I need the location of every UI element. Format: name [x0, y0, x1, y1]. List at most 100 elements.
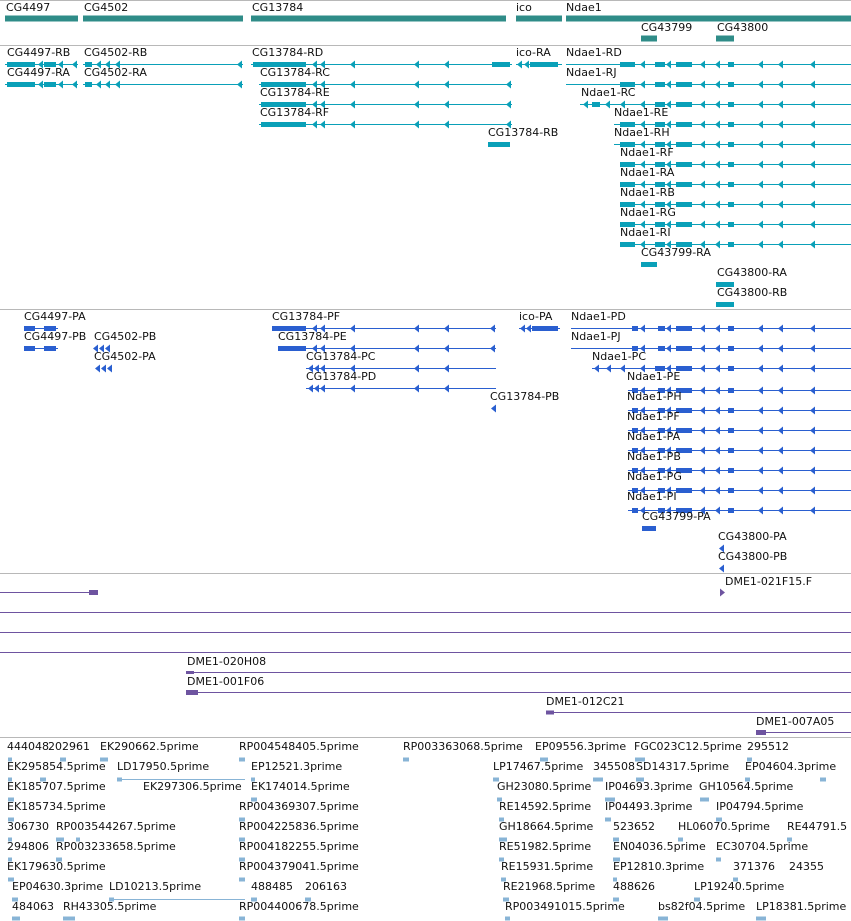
- protein-label[interactable]: Ndae1-PI: [627, 490, 677, 503]
- transcript-label[interactable]: CG4497-RB: [7, 46, 71, 59]
- transcript-label[interactable]: CG4502-RA: [84, 66, 147, 79]
- protein-label[interactable]: CG13784-PE: [278, 330, 347, 343]
- protein-label[interactable]: Ndae1-PJ: [571, 330, 621, 343]
- est-label[interactable]: 294806: [7, 840, 49, 853]
- clone-label[interactable]: DME1-020H08: [187, 655, 267, 668]
- est-label[interactable]: GH10564.5prime: [699, 780, 794, 793]
- protein-label[interactable]: CG4497-PA: [24, 310, 86, 323]
- est-label[interactable]: 523652: [613, 820, 655, 833]
- est-label[interactable]: 202961: [48, 740, 90, 753]
- est-label[interactable]: 306730: [7, 820, 49, 833]
- est-label[interactable]: RP004400678.5prime: [239, 900, 359, 913]
- protein-label[interactable]: Ndae1-PG: [627, 470, 682, 483]
- gene-label-cg4497[interactable]: CG4497: [6, 1, 51, 14]
- transcript-label[interactable]: Ndae1-RJ: [566, 66, 617, 79]
- clone-label[interactable]: DME1-007A05: [756, 715, 835, 728]
- est-label[interactable]: bs82f04.5prime: [658, 900, 746, 913]
- transcript-label[interactable]: CG13784-RC: [260, 66, 330, 79]
- est-label[interactable]: 345508: [593, 760, 635, 773]
- transcript-label[interactable]: CG43799-RA: [641, 246, 711, 259]
- est-label[interactable]: LD17950.5prime: [117, 760, 210, 773]
- transcript-label[interactable]: Ndae1-RI: [620, 226, 671, 239]
- est-label[interactable]: EP09556.3prime: [535, 740, 627, 753]
- est-label[interactable]: RE15931.5prime: [501, 860, 594, 873]
- transcript-label[interactable]: Ndae1-RG: [620, 206, 676, 219]
- transcript-label[interactable]: CG13784-RB: [488, 126, 559, 139]
- protein-label[interactable]: ico-PA: [519, 310, 553, 323]
- est-label[interactable]: RE21968.5prime: [503, 880, 596, 893]
- protein-label[interactable]: CG13784-PB: [490, 390, 560, 403]
- est-label[interactable]: GH18664.5prime: [499, 820, 594, 833]
- est-label[interactable]: RP003233658.5prime: [56, 840, 176, 853]
- est-label[interactable]: RE51982.5prime: [499, 840, 592, 853]
- transcript-label[interactable]: CG13784-RF: [260, 106, 330, 119]
- est-label[interactable]: 444048: [7, 740, 49, 753]
- est-label[interactable]: RE14592.5prime: [499, 800, 592, 813]
- gene-label-ndae1[interactable]: Ndae1: [566, 1, 602, 14]
- est-label[interactable]: EP04630.3prime: [12, 880, 104, 893]
- est-label[interactable]: RH43305.5prime: [63, 900, 157, 913]
- est-label[interactable]: 488485: [251, 880, 293, 893]
- protein-label[interactable]: Ndae1-PD: [571, 310, 626, 323]
- transcript-label[interactable]: Ndae1-RH: [614, 126, 670, 139]
- protein-label[interactable]: Ndae1-PB: [627, 450, 681, 463]
- protein-label[interactable]: CG13784-PD: [306, 370, 377, 383]
- est-label[interactable]: 24355: [789, 860, 824, 873]
- protein-label[interactable]: CG4497-PB: [24, 330, 87, 343]
- est-label[interactable]: LP17467.5prime: [493, 760, 584, 773]
- est-label[interactable]: EP12521.3prime: [251, 760, 343, 773]
- protein-label[interactable]: Ndae1-PF: [627, 410, 680, 423]
- est-label[interactable]: 206163: [305, 880, 347, 893]
- protein-label[interactable]: CG4502-PB: [94, 330, 157, 343]
- est-label[interactable]: LD10213.5prime: [109, 880, 202, 893]
- transcript-label[interactable]: ico-RA: [516, 46, 551, 59]
- gene-label-cg4502[interactable]: CG4502: [84, 1, 129, 14]
- gene-label-cg43799[interactable]: CG43799: [641, 21, 693, 34]
- gene-label-cg13784[interactable]: CG13784: [252, 1, 304, 14]
- est-label[interactable]: RP004225836.5prime: [239, 820, 359, 833]
- est-label[interactable]: SD14317.5prime: [636, 760, 729, 773]
- est-label[interactable]: EP12810.3prime: [613, 860, 705, 873]
- transcript-label[interactable]: Ndae1-RB: [620, 186, 675, 199]
- est-label[interactable]: EK185734.5prime: [7, 800, 106, 813]
- clone-label[interactable]: DME1-001F06: [187, 675, 265, 688]
- clone-label[interactable]: DME1-012C21: [546, 695, 625, 708]
- protein-label[interactable]: CG43800-PA: [718, 530, 787, 543]
- est-label[interactable]: EK295854.5prime: [7, 760, 106, 773]
- transcript-label[interactable]: CG43800-RA: [717, 266, 787, 279]
- protein-label[interactable]: CG13784-PC: [306, 350, 376, 363]
- est-label[interactable]: 371376: [733, 860, 775, 873]
- est-label[interactable]: LP18381.5prime: [756, 900, 847, 913]
- est-label[interactable]: IP04794.5prime: [716, 800, 804, 813]
- est-label[interactable]: EK179630.5prime: [7, 860, 106, 873]
- est-label[interactable]: GH23080.5prime: [497, 780, 592, 793]
- est-label[interactable]: RP004369307.5prime: [239, 800, 359, 813]
- est-label[interactable]: 295512: [747, 740, 789, 753]
- est-label[interactable]: LP19240.5prime: [694, 880, 785, 893]
- transcript-label[interactable]: Ndae1-RF: [620, 146, 674, 159]
- est-label[interactable]: FGC023C12.5prime: [634, 740, 742, 753]
- est-label[interactable]: RP004548405.5prime: [239, 740, 359, 753]
- clone-label[interactable]: DME1-021F15.F: [725, 575, 813, 588]
- transcript-label[interactable]: Ndae1-RA: [620, 166, 675, 179]
- est-label[interactable]: RP003491015.5prime: [505, 900, 625, 913]
- est-label[interactable]: RP003544267.5prime: [56, 820, 176, 833]
- est-label[interactable]: RP004379041.5prime: [239, 860, 359, 873]
- est-label[interactable]: IP04493.3prime: [605, 800, 693, 813]
- est-label[interactable]: EN04036.5prime: [613, 840, 706, 853]
- transcript-label[interactable]: CG13784-RD: [252, 46, 324, 59]
- est-label[interactable]: EC30704.5prime: [716, 840, 809, 853]
- protein-label[interactable]: CG13784-PF: [272, 310, 341, 323]
- gene-label-ico[interactable]: ico: [516, 1, 532, 14]
- est-label[interactable]: 488626: [613, 880, 655, 893]
- est-label[interactable]: EK297306.5prime: [143, 780, 242, 793]
- est-label[interactable]: HL06070.5prime: [678, 820, 770, 833]
- protein-label[interactable]: Ndae1-PC: [592, 350, 647, 363]
- est-label[interactable]: RE44791.5: [787, 820, 848, 833]
- transcript-label[interactable]: CG4502-RB: [84, 46, 148, 59]
- est-label[interactable]: EK290662.5prime: [100, 740, 199, 753]
- est-label[interactable]: RP004182255.5prime: [239, 840, 359, 853]
- transcript-label[interactable]: Ndae1-RE: [614, 106, 669, 119]
- protein-label[interactable]: Ndae1-PA: [627, 430, 681, 443]
